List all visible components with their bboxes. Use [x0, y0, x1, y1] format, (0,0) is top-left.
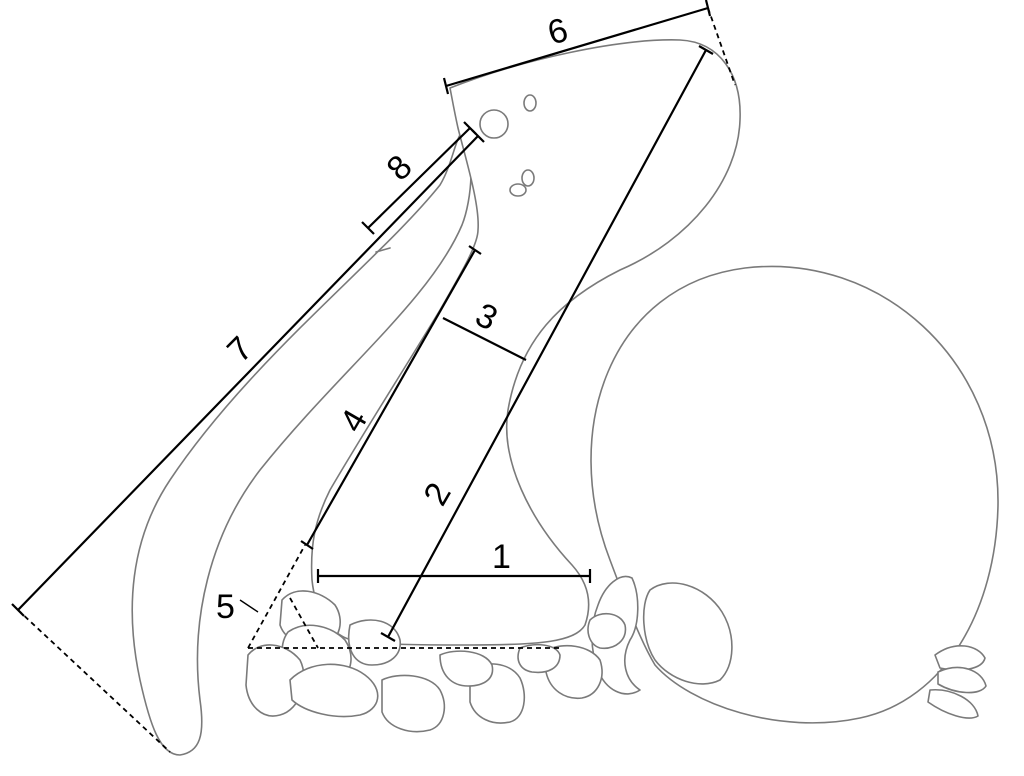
leg-coxa-outline [289, 663, 379, 718]
measurement-6 [442, 0, 736, 95]
spinneret-outline [927, 689, 979, 719]
eye-large [479, 109, 509, 139]
measurement-2 [380, 45, 714, 642]
leg-segment-outline [517, 643, 561, 674]
label-6: 6 [544, 11, 573, 53]
pedicel-bulge-outline [642, 582, 733, 685]
leg-segment-outline [348, 619, 401, 666]
label-5: 5 [216, 588, 235, 626]
measurement-3 [442, 317, 527, 361]
anatomy-outlines [131, 39, 999, 756]
measurement-5 [239, 544, 560, 649]
eye-small [521, 169, 535, 187]
leg-segment-outline [439, 650, 494, 687]
label-7: 7 [220, 329, 260, 369]
spinneret-outline [937, 666, 987, 694]
leg-segment-outline [381, 674, 446, 733]
eye-small [523, 94, 537, 112]
measurement-1 [316, 569, 592, 583]
leg-segment-outline [587, 612, 627, 650]
chelicera-outline [131, 131, 472, 756]
measurement-8 [361, 121, 477, 235]
measurement-lines [11, 0, 736, 753]
label-1: 1 [492, 538, 511, 576]
eye-small [509, 183, 527, 197]
spinneret-outline [934, 645, 986, 671]
measurement-4 [300, 245, 482, 550]
chelicera-mark [375, 247, 391, 253]
